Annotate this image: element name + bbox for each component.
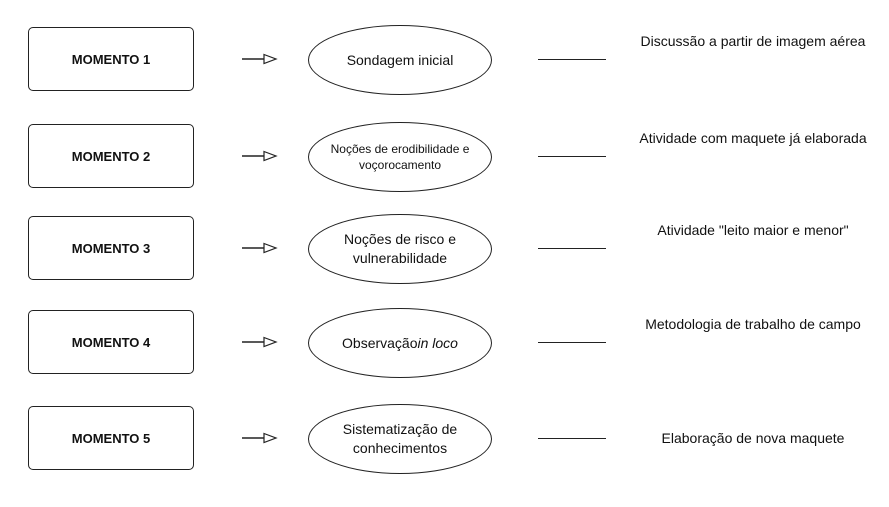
row-momento-3: MOMENTO 3 Noções de risco e vulnerabilid… <box>0 214 889 284</box>
topic-ellipse: Sistematização de conhecimentos <box>308 404 492 474</box>
arrow-right-icon <box>242 150 278 162</box>
topic-ellipse: Noções de erodibilidade e voçorocamento <box>308 122 492 192</box>
moment-box: MOMENTO 1 <box>28 27 194 91</box>
activity-text: Atividade "leito maior e menor" <box>657 222 849 238</box>
row-momento-5: MOMENTO 5 Sistematização de conhecimento… <box>0 404 889 474</box>
row-momento-2: MOMENTO 2 Noções de erodibilidade e voço… <box>0 122 889 192</box>
moment-box: MOMENTO 2 <box>28 124 194 188</box>
moment-box: MOMENTO 4 <box>28 310 194 374</box>
row-momento-1: MOMENTO 1 Sondagem inicial Discussão a p… <box>0 25 889 95</box>
moment-box: MOMENTO 5 <box>28 406 194 470</box>
connector-line <box>538 342 606 343</box>
topic-ellipse: Noções de risco e vulnerabilidade <box>308 214 492 284</box>
arrow-right-icon <box>242 336 278 348</box>
topic-ellipse: Sondagem inicial <box>308 25 492 95</box>
arrow-right-icon <box>242 242 278 254</box>
row-momento-4: MOMENTO 4 Observação in loco Metodologia… <box>0 308 889 378</box>
activity-text: Elaboração de nova maquete <box>661 430 845 446</box>
activity-text: Metodologia de trabalho de campo <box>645 316 861 332</box>
activity-text: Discussão a partir de imagem aérea <box>640 33 866 49</box>
activity-text: Atividade com maquete já elaborada <box>639 130 867 146</box>
connector-line <box>538 438 606 439</box>
moment-box: MOMENTO 3 <box>28 216 194 280</box>
connector-line <box>538 156 606 157</box>
topic-ellipse: Observação in loco <box>308 308 492 378</box>
arrow-right-icon <box>242 432 278 444</box>
connector-line <box>538 248 606 249</box>
connector-line <box>538 59 606 60</box>
arrow-right-icon <box>242 53 278 65</box>
